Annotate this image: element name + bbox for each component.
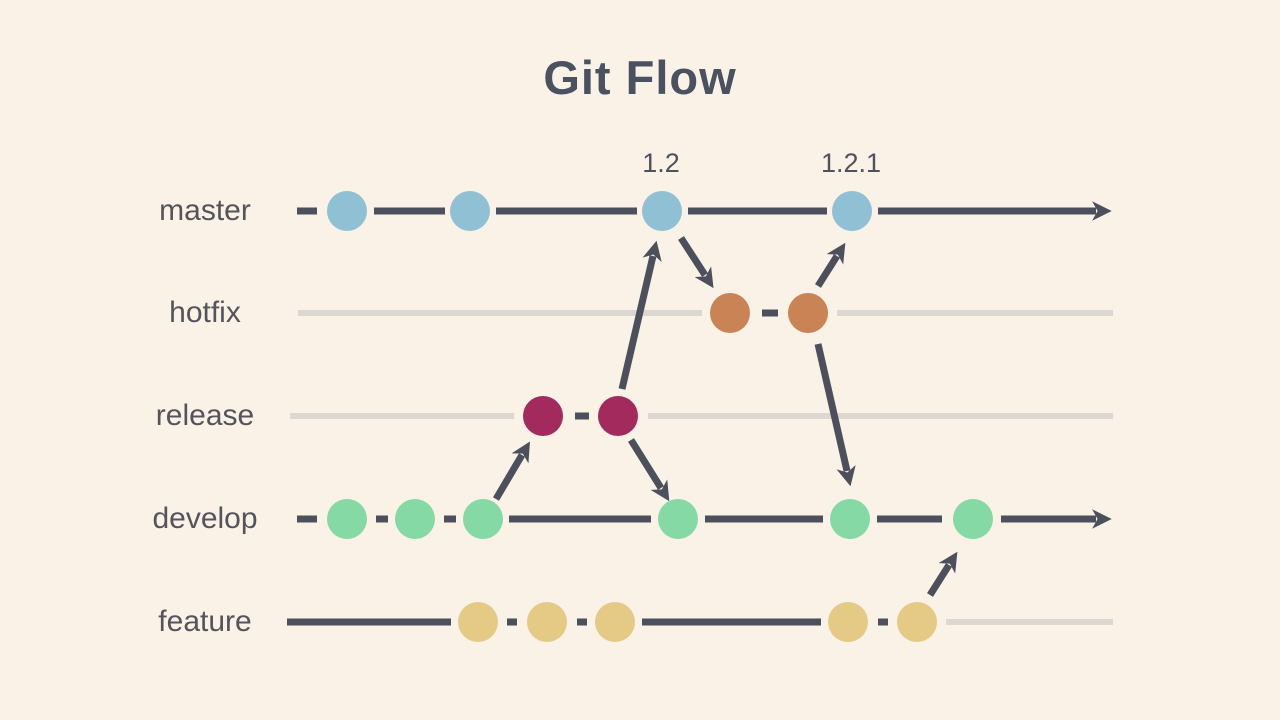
commit-feature-5	[897, 602, 937, 642]
version-tag-1-2-1: 1.2.1	[820, 148, 882, 178]
commit-develop-3	[463, 499, 503, 539]
merge-hotfix-to-master-arrow	[815, 242, 846, 288]
lane-label-release: release	[155, 399, 255, 432]
diagram-title: Git Flow	[543, 51, 737, 104]
lane-label-develop: develop	[152, 502, 258, 535]
merge-hotfix-to-develop-arrow	[814, 343, 856, 487]
branch-master-to-hotfix-arrow	[678, 236, 714, 289]
commit-feature-4	[828, 602, 868, 642]
merge-release-to-master-arrow	[618, 240, 662, 390]
commit-master-3	[642, 191, 682, 231]
commit-master-4	[832, 191, 872, 231]
lane-label-hotfix: hotfix	[169, 296, 241, 329]
commit-develop-5	[830, 499, 870, 539]
commit-develop-2	[395, 499, 435, 539]
commit-develop-6	[953, 499, 993, 539]
merge-feature-to-develop-arrow	[927, 551, 958, 597]
commit-feature-3	[595, 602, 635, 642]
commit-develop-4	[658, 499, 698, 539]
lane-label-feature: feature	[158, 605, 252, 638]
commit-develop-1	[327, 499, 367, 539]
commit-release-1	[523, 396, 563, 436]
commit-release-2	[598, 396, 638, 436]
merge-release-to-develop-arrow	[628, 438, 670, 502]
commit-feature-1	[458, 602, 498, 642]
commit-feature-2	[527, 602, 567, 642]
commit-hotfix-1	[710, 293, 750, 333]
commit-master-2	[450, 191, 490, 231]
commit-master-1	[327, 191, 367, 231]
lane-label-master: master	[159, 194, 251, 227]
merge-develop-to-release-arrow	[492, 441, 530, 501]
commit-hotfix-2	[788, 293, 828, 333]
version-tag-1-2: 1.2	[642, 148, 680, 178]
